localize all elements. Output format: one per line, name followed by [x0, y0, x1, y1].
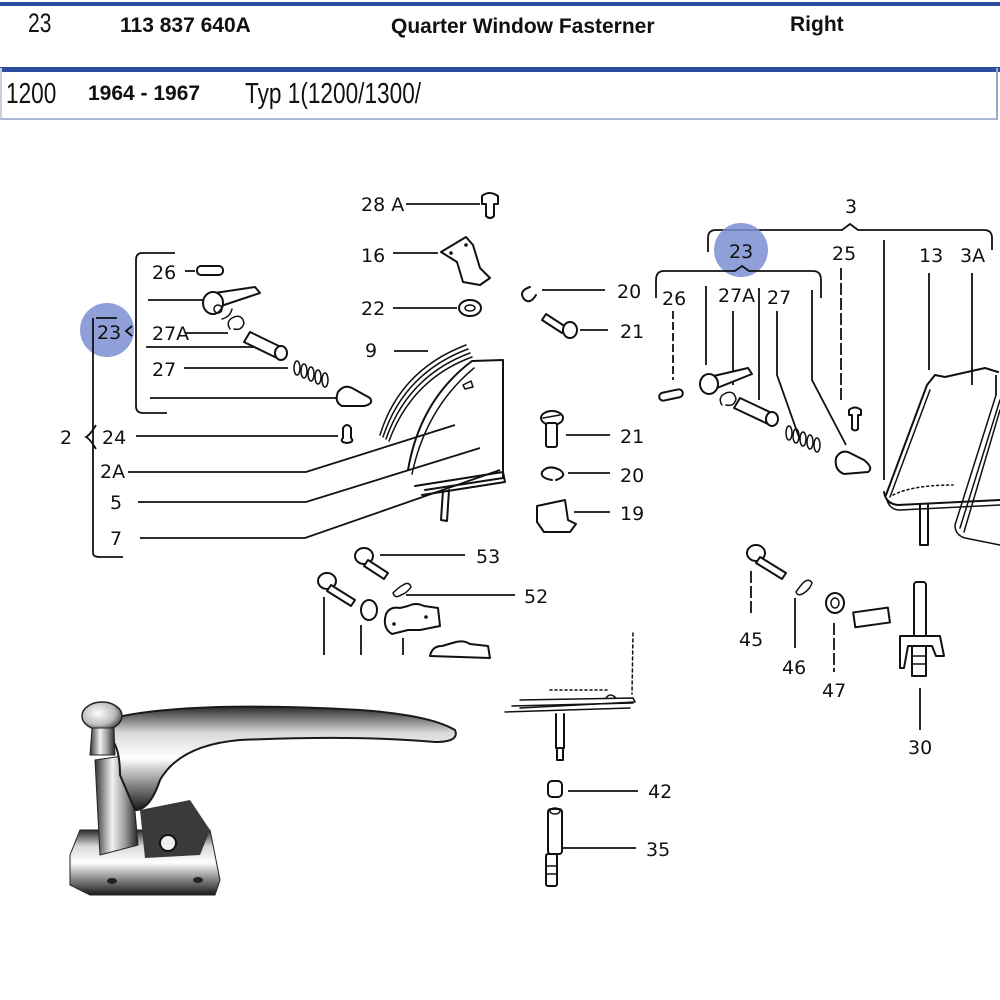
spring-27	[293, 360, 329, 388]
handle-mechanism	[140, 800, 210, 858]
circlip-20b	[540, 466, 565, 481]
callout-16: 16	[361, 245, 385, 267]
bushing-42	[547, 780, 563, 798]
callout-45: 45	[739, 629, 763, 651]
callout-27a-right: 27A	[718, 285, 755, 307]
bracket-23-sub	[135, 252, 175, 414]
clip-right	[719, 391, 737, 407]
callout-28a: 28 A	[361, 194, 404, 216]
hinge-plate-lower	[429, 640, 491, 659]
callout-24: 24	[102, 427, 126, 449]
screw-21a	[541, 313, 578, 339]
callout-20b: 20	[620, 465, 644, 487]
leader-5	[138, 447, 481, 503]
year-range: 1964 - 1967	[88, 82, 201, 105]
callout-27a-left: 27A	[152, 323, 189, 345]
bolt-left	[317, 572, 356, 607]
callout-7: 7	[110, 528, 122, 550]
bracket-19	[536, 499, 577, 533]
callout-27-left: 27	[152, 359, 176, 381]
pin-28a	[481, 192, 499, 219]
washer-47	[825, 592, 845, 614]
pivot-30	[899, 581, 945, 677]
bolt-45	[746, 544, 787, 580]
leaders-right	[672, 240, 973, 480]
catch-part	[335, 385, 373, 407]
callout-21b: 21	[620, 426, 644, 448]
callout-26: 26	[152, 262, 176, 284]
rivet-24	[340, 424, 354, 444]
bolt-53	[354, 547, 389, 580]
callout-9: 9	[365, 340, 377, 362]
callout-3: 3	[845, 196, 857, 218]
callout-25: 25	[832, 243, 856, 265]
part-number: 113 837 640A	[120, 14, 251, 37]
lever-right	[699, 367, 753, 395]
lock-washer-52	[392, 582, 412, 598]
clip-part	[227, 315, 245, 331]
quarter-window-frame-right	[883, 367, 1000, 546]
callout-42: 42	[648, 781, 672, 803]
callout-2: 2	[60, 427, 72, 449]
callout-21a: 21	[620, 321, 644, 343]
callout-53: 53	[476, 546, 500, 568]
screw-21b	[540, 410, 564, 448]
part-description: Quarter Window Fasterner	[391, 15, 655, 38]
part-side: Right	[790, 13, 844, 36]
header-second-rule	[0, 67, 1000, 72]
handle-knob	[81, 701, 123, 731]
callout-20a: 20	[617, 281, 641, 303]
callout-23-left[interactable]: 23	[97, 322, 121, 344]
plunger-right	[733, 397, 779, 427]
product-photo	[69, 701, 457, 896]
bracket-23-right	[655, 264, 822, 298]
engine-size: 1200	[6, 78, 57, 110]
bracket-16	[440, 236, 491, 286]
model-type: Typ 1(1200/1300/	[245, 78, 422, 110]
model-row	[0, 68, 998, 120]
catch-right	[834, 450, 872, 475]
highlight-marker-right[interactable]	[714, 223, 768, 277]
callout-35: 35	[646, 839, 670, 861]
callout-19: 19	[620, 503, 644, 525]
brace-2	[83, 424, 97, 450]
bracket-3	[707, 222, 993, 252]
pin-25	[848, 406, 862, 432]
window-frame-lower	[504, 632, 636, 761]
header-top-rule	[0, 2, 1000, 6]
callout-46: 46	[782, 657, 806, 679]
spring-right	[785, 425, 821, 453]
handle-lever	[104, 705, 457, 812]
washer-22	[458, 299, 482, 317]
callout-22: 22	[361, 298, 385, 320]
plunger-part	[243, 331, 288, 361]
leader-2a	[128, 424, 456, 473]
callout-47: 47	[822, 680, 846, 702]
pin-26	[196, 265, 224, 276]
circlip-20a	[521, 286, 537, 303]
lock-washer-46	[795, 579, 813, 596]
quarter-window-frame-left	[379, 344, 506, 522]
washer-left	[360, 599, 378, 621]
callout-26-right: 26	[662, 288, 686, 310]
callout-52: 52	[524, 586, 548, 608]
callout-23-right[interactable]: 23	[729, 241, 753, 263]
lever-part	[202, 286, 261, 320]
callout-13: 13	[919, 245, 943, 267]
item-number: 23	[28, 8, 52, 38]
callout-27-right: 27	[767, 287, 791, 309]
shim-plate	[852, 606, 891, 629]
callout-30: 30	[908, 737, 932, 759]
callout-2a: 2A	[100, 461, 125, 483]
hinge-plate-upper	[383, 603, 441, 635]
pin-26-right	[658, 388, 684, 402]
callout-3a: 3A	[960, 245, 985, 267]
bracket-23-left	[92, 317, 133, 558]
pivot-pin-35	[545, 807, 563, 887]
callout-5: 5	[110, 492, 122, 514]
